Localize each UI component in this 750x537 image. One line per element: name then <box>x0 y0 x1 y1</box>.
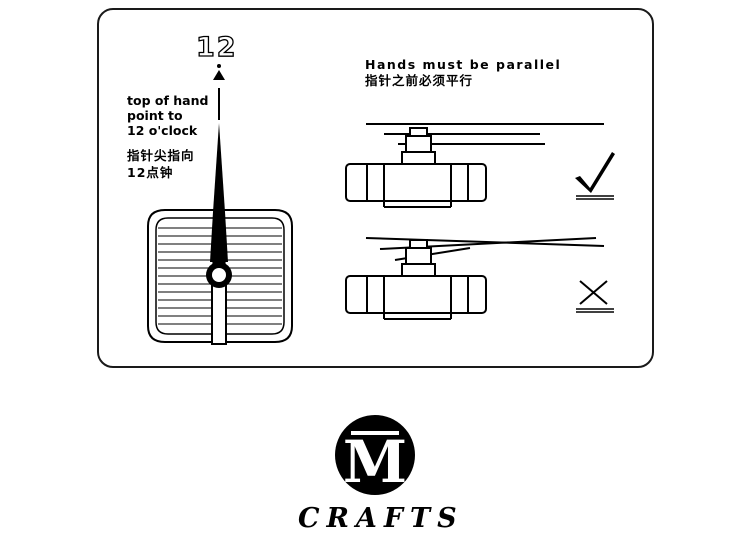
cross-icon <box>576 280 614 313</box>
checkmark-icon <box>575 152 615 200</box>
hand-direction-text-en: top of hand point to 12 o'clock <box>127 93 209 138</box>
hand-direction-text-zh: 指针尖指向 12点钟 <box>127 148 195 180</box>
non-parallel-hands-example <box>345 237 605 320</box>
logo-monogram: M <box>343 428 407 496</box>
twelve-oclock-label: 12 <box>195 31 238 63</box>
parallel-instruction-en: Hands must be parallel <box>365 57 562 72</box>
instruction-card <box>97 8 654 368</box>
brand-name: CRAFTS <box>298 503 464 534</box>
brand-logo: M <box>335 415 415 496</box>
clock-hands <box>206 123 232 345</box>
arrow-up-icon <box>213 70 225 120</box>
twelve-dot <box>217 64 221 68</box>
parallel-instruction-zh: 指针之前必须平行 <box>365 73 474 88</box>
parallel-hands-example <box>345 123 604 208</box>
